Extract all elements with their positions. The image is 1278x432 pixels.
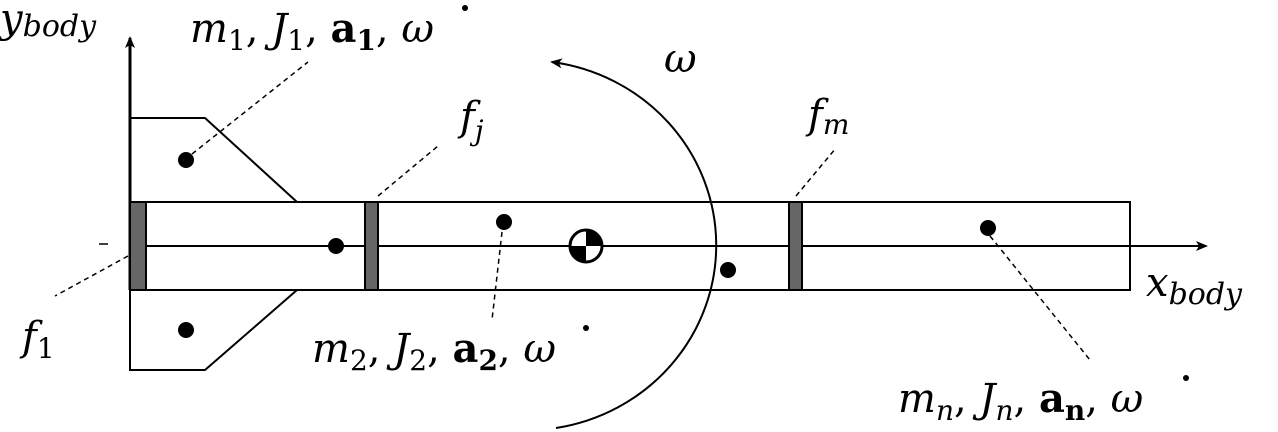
mass-point-segment-3 bbox=[720, 262, 736, 278]
mass-point-segment-1 bbox=[328, 238, 344, 254]
y-axis-label: ybody bbox=[0, 0, 97, 44]
leader-f1 bbox=[54, 255, 129, 297]
leader-fj bbox=[377, 145, 439, 197]
mass-point-segment-2 bbox=[496, 214, 512, 230]
x-axis-label: xbody bbox=[1146, 260, 1243, 312]
upper-fin bbox=[129, 117, 298, 203]
rotation-arc bbox=[550, 58, 718, 429]
omega-label: ω bbox=[664, 36, 697, 82]
joint-label-fj: fj bbox=[457, 94, 484, 147]
leader-m1 bbox=[191, 61, 309, 155]
leader-mn bbox=[989, 235, 1091, 361]
joint-fm bbox=[788, 201, 803, 291]
leader-fm bbox=[795, 147, 837, 197]
body-n-label: mn, Jn, an, ω bbox=[898, 375, 1143, 427]
leader-m2 bbox=[491, 231, 503, 321]
omega-dot-1 bbox=[462, 5, 468, 11]
joint-label-fm: fm bbox=[805, 92, 849, 141]
joint-label-f1: f1 bbox=[19, 314, 55, 365]
joint-fj bbox=[364, 201, 379, 291]
lower-fin bbox=[129, 289, 298, 371]
omega-dot-n bbox=[1183, 375, 1189, 381]
mass-point-segment-n bbox=[980, 220, 996, 236]
omega-dot-2 bbox=[583, 325, 589, 331]
joint-f1 bbox=[129, 201, 147, 291]
center-of-gravity-icon bbox=[568, 228, 604, 264]
body-1-label: m1, J1, a1, ω bbox=[190, 5, 434, 57]
body-2-label: m2, J2, a2, ω bbox=[312, 325, 556, 377]
mass-point-fin-upper bbox=[178, 152, 194, 168]
mass-point-fin-lower bbox=[178, 322, 194, 338]
